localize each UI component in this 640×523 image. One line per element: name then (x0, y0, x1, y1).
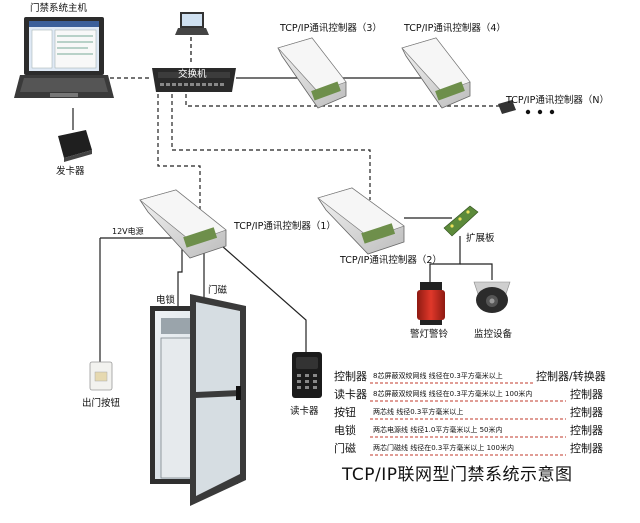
legend-right: 控制器 (570, 441, 603, 455)
card-reader-label: 读卡器 (290, 405, 319, 417)
controller-4-box (401, 37, 471, 109)
legend-row: 电锁 两芯电源线 线径1.0平方毫米以上 50米内 控制器 (334, 423, 603, 438)
host-laptop (14, 17, 114, 98)
legend-row: 控制器 8芯屏蔽双绞网线 线径在0.3平方毫米以上 控制器/转换器 (334, 369, 606, 384)
legend-row: 读卡器 8芯屏蔽双绞网线 线径在0.3平方毫米以上 100米内 控制器 (334, 387, 603, 402)
expansion-label: 扩展板 (466, 232, 495, 244)
legend-middle: 两芯电源线 线径1.0平方毫米以上 50米内 (373, 425, 503, 434)
legend-middle: 8芯屏蔽双绞网线 线径在0.3平方毫米以上 100米内 (373, 389, 532, 398)
legend-row: 门磁 两芯门磁线 线径在0.3平方毫米以上 100米内 控制器 (334, 441, 603, 456)
exit-button-device (89, 361, 113, 391)
legend-left: 按钮 (334, 405, 356, 419)
legend-middle: 两芯线 线径0.3平方毫米以上 (373, 407, 463, 416)
controller-3-box (277, 37, 347, 109)
wiring-legend: 控制器 8芯屏蔽双绞网线 线径在0.3平方毫米以上 控制器/转换器 读卡器 8芯… (334, 369, 606, 456)
switch-ctrl1-link (157, 94, 201, 210)
camera-dome (473, 281, 511, 313)
card-issuer-label: 发卡器 (56, 165, 85, 177)
card-reader-device (292, 352, 322, 398)
switch-ctrl2-link (171, 94, 371, 200)
card-issuer-device (58, 130, 92, 162)
controller-2-box (317, 187, 405, 255)
switch-label: 交换机 (178, 68, 207, 80)
legend-middle: 两芯门磁线 线径在0.3平方毫米以上 100米内 (373, 443, 514, 452)
lock-label: 电锁 (156, 294, 176, 306)
camera-label: 监控设备 (474, 328, 513, 340)
controller-n-label: TCP/IP通讯控制器（N） (505, 94, 609, 106)
controller-1-box (139, 189, 227, 259)
legend-right: 控制器 (570, 387, 603, 401)
legend-right: 控制器 (570, 405, 603, 419)
legend-right: 控制器/转换器 (536, 369, 606, 383)
controller-1-label: TCP/IP通讯控制器（1） (233, 220, 336, 232)
legend-right: 控制器 (570, 423, 603, 437)
magnet-label: 门磁 (208, 284, 228, 296)
legend-row: 按钮 两芯线 线径0.3平方毫米以上 控制器 (334, 405, 603, 420)
legend-left: 电锁 (334, 423, 356, 437)
switch-ctrlN-link (185, 94, 500, 107)
alarm-label: 警灯警铃 (410, 328, 449, 340)
expansion-board (443, 205, 479, 237)
network-switch (152, 68, 236, 92)
legend-middle: 8芯屏蔽双绞网线 线径在0.3平方毫米以上 (373, 371, 503, 380)
legend-left: 读卡器 (334, 387, 367, 401)
diagram-title: TCP/IP联网型门禁系统示意图 (341, 465, 573, 485)
ctrl1-reader-link (221, 245, 307, 352)
alarm-light (417, 282, 445, 325)
ctrl1-lock-link (177, 248, 183, 306)
mini-laptop (175, 12, 209, 35)
host-label: 门禁系统主机 (30, 2, 88, 14)
door (150, 294, 246, 506)
controller-4-label: TCP/IP通讯控制器（4） (403, 22, 506, 34)
connection-lines (72, 37, 500, 362)
controller-3-label: TCP/IP通讯控制器（3） (279, 22, 382, 34)
power-label: 12V电源 (112, 226, 144, 236)
legend-left: 控制器 (334, 369, 367, 383)
exit-button-label: 出门按钮 (82, 397, 121, 409)
expansion-camera-link (460, 263, 493, 280)
controller-2-label: TCP/IP通讯控制器（2） (339, 254, 442, 266)
controller-n-device (498, 100, 555, 115)
expansion-alarm-link (429, 236, 461, 282)
legend-left: 门磁 (334, 441, 356, 455)
